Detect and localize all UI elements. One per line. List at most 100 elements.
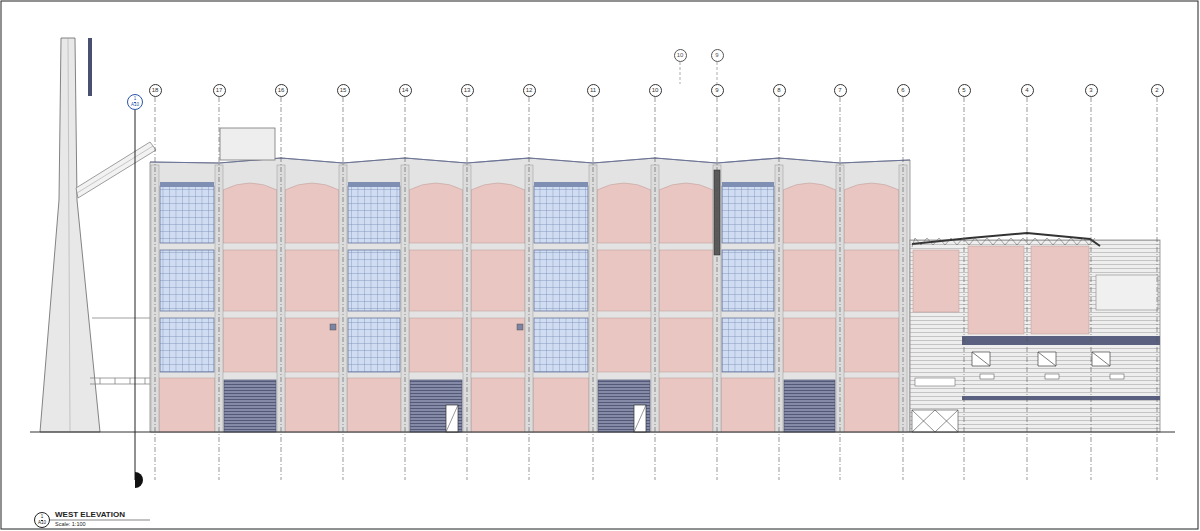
- wall-panel: [223, 250, 277, 311]
- truss-web: [912, 238, 1095, 247]
- wall-panel: [659, 378, 713, 432]
- wall-panel: [159, 378, 215, 432]
- grid-line: [467, 97, 468, 480]
- roller-door: [784, 380, 835, 432]
- view-reference-bubble: 1A10: [127, 94, 143, 110]
- glazing-head: [160, 182, 214, 187]
- wall-panel: [597, 183, 651, 243]
- glazing: [534, 318, 588, 372]
- annex-window: [1110, 374, 1124, 379]
- glazing: [722, 318, 774, 372]
- grid-label: 9: [715, 87, 718, 93]
- grid-label: 11: [590, 87, 596, 93]
- grid-line: [219, 97, 220, 480]
- platform: [90, 318, 150, 384]
- glazing: [722, 186, 774, 243]
- grid-bubble: 18: [149, 84, 162, 97]
- glazing: [160, 186, 214, 243]
- wall-panel: [659, 318, 713, 372]
- grid-label: 8: [777, 87, 780, 93]
- grid-label: 4: [1025, 87, 1028, 93]
- bracing: [1038, 352, 1056, 366]
- building-wall: [150, 158, 910, 432]
- personnel-door: [446, 405, 458, 432]
- wall-panel: [844, 318, 899, 372]
- grid-line: [1091, 97, 1092, 480]
- grid-line: [1157, 97, 1158, 480]
- grid-bubble: 13: [461, 84, 474, 97]
- grid-label: 14: [402, 87, 409, 93]
- wall-panel: [285, 183, 339, 243]
- grid-bubble: 17: [213, 84, 226, 97]
- view-reference-bubble: 1A10: [34, 512, 50, 528]
- wall-panel: [471, 378, 525, 432]
- grid-bubble: 5: [958, 84, 971, 97]
- bracing: [1092, 352, 1110, 366]
- grid-label: A10: [38, 521, 46, 526]
- glazing-head: [722, 182, 774, 187]
- wall-panel: [721, 378, 775, 432]
- annex-vent: [915, 378, 955, 386]
- annex-wall: [910, 240, 1160, 432]
- wall-box: [330, 324, 336, 330]
- annex-sill: [962, 396, 1160, 400]
- glazing: [348, 250, 400, 311]
- annex-truss: [912, 233, 1100, 246]
- wall-box: [517, 324, 523, 330]
- grid-label: 3: [1089, 87, 1092, 93]
- wall-panel: [659, 183, 713, 243]
- glazing: [348, 186, 400, 243]
- grid-label: A10: [131, 103, 139, 108]
- grid-line: [593, 97, 594, 480]
- grid-bubble: 6: [897, 84, 910, 97]
- wall-panel: [223, 183, 277, 243]
- wall-panel: [347, 378, 401, 432]
- door-swing: [634, 405, 646, 432]
- wall-panel: [783, 250, 836, 311]
- scale-note: Scale: 1:100: [55, 521, 86, 527]
- grid-label: 10: [677, 52, 684, 58]
- grid-label: 12: [526, 87, 533, 93]
- glazing: [534, 250, 588, 311]
- grid-bubble: 4: [1021, 84, 1034, 97]
- glazing: [534, 186, 588, 243]
- chimney: [40, 38, 100, 432]
- annex-panel: [968, 246, 1024, 334]
- roller-door: [224, 380, 276, 432]
- grid-line: [655, 97, 656, 480]
- grid-label: 10: [652, 87, 659, 93]
- wall-panel: [844, 250, 899, 311]
- wall-panel: [409, 318, 463, 372]
- section-line: [135, 110, 136, 480]
- grid-bubble: 10: [674, 49, 687, 62]
- wall-panel: [285, 378, 339, 432]
- grid-bubble: 11: [587, 84, 600, 97]
- illustration: [30, 38, 1175, 520]
- section-head: [135, 472, 143, 488]
- door-swing: [446, 405, 458, 432]
- grid-bubble: 9: [711, 49, 724, 62]
- grid-line: [779, 97, 780, 480]
- glazing: [160, 318, 214, 372]
- grid-bubble: 10: [649, 84, 662, 97]
- grid-bubble: 2: [1151, 84, 1164, 97]
- wall-panel: [285, 318, 339, 372]
- wall-panel: [471, 318, 525, 372]
- annex-band: [962, 336, 1160, 345]
- grid-bubble: 8: [773, 84, 786, 97]
- annex-panel: [1031, 246, 1089, 334]
- wall-panel: [783, 183, 836, 243]
- drawing-title: WEST ELEVATION: [55, 510, 125, 519]
- grid-bubble: 14: [399, 84, 412, 97]
- ground-line: [30, 432, 1175, 433]
- wall-panel: [471, 250, 525, 311]
- grid-label: 17: [216, 87, 223, 93]
- wall-panel: [844, 378, 899, 432]
- grid-line: [717, 62, 718, 84]
- grid-line: [1027, 97, 1028, 480]
- grid-label: 15: [340, 87, 347, 93]
- wall-panel: [844, 183, 899, 243]
- grid-label: 7: [838, 87, 841, 93]
- wall-panel: [597, 250, 651, 311]
